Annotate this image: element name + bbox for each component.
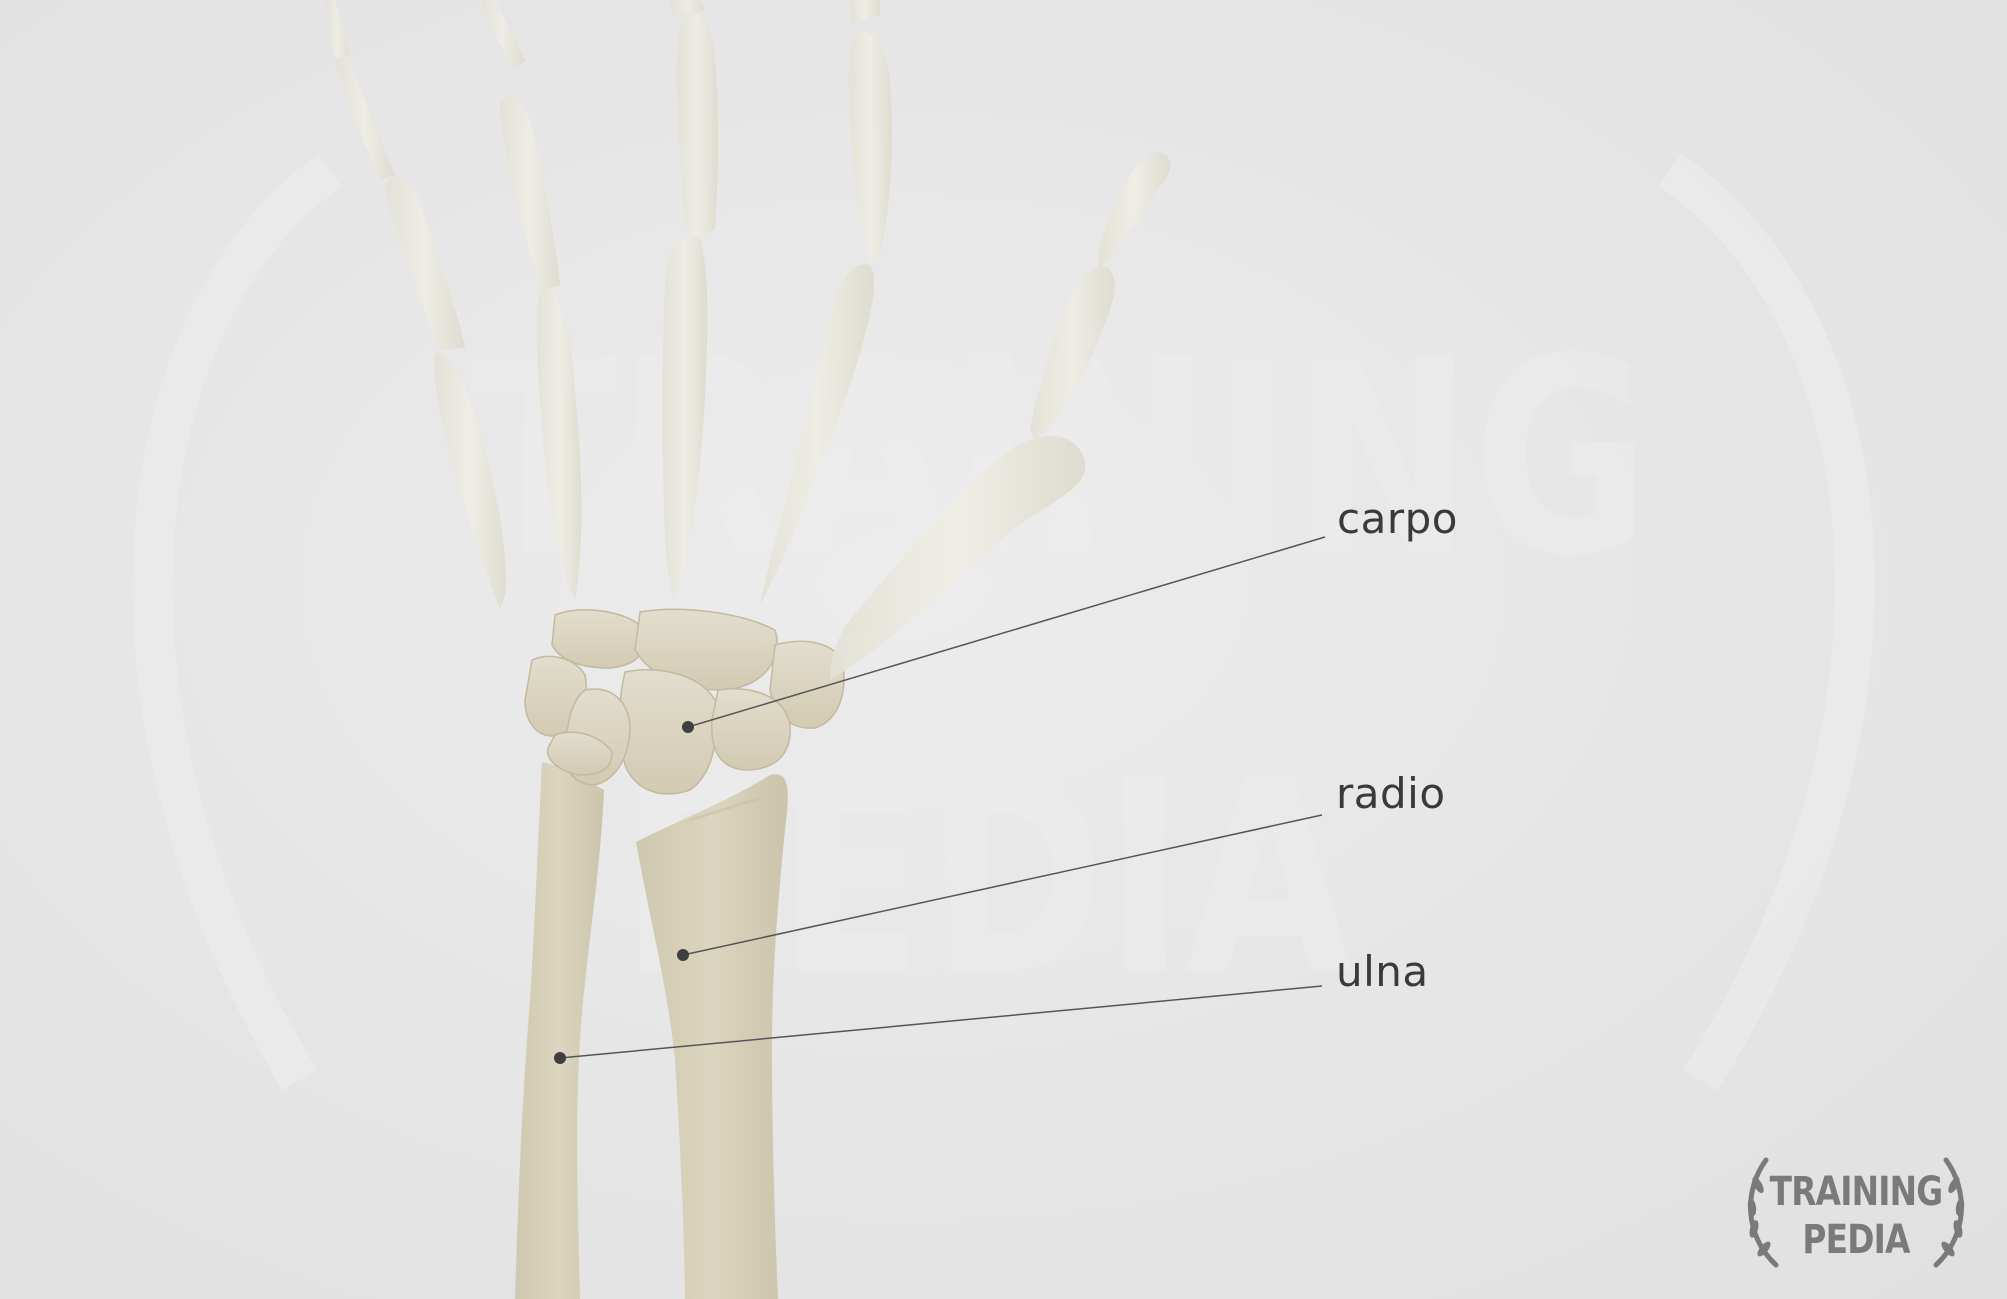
- leader-line-ulna: [559, 985, 1323, 1059]
- logo-text-line2: PEDIA: [1802, 1217, 1910, 1263]
- metacarpals-and-phalanges: [325, 0, 1171, 680]
- marker-dot-carpo: [682, 721, 694, 733]
- radius-bone: [636, 774, 788, 1299]
- marker-dot-radio: [677, 949, 689, 961]
- carpal-bones: [524, 608, 845, 795]
- leader-line-radio: [682, 814, 1323, 956]
- marker-dots: [554, 721, 694, 1064]
- logo-text-line1: TRAINING: [1769, 1169, 1944, 1215]
- laurel-icon: [1747, 1157, 1965, 1268]
- leader-line-carpo: [687, 536, 1326, 728]
- marker-dot-ulna: [554, 1052, 566, 1064]
- label-radio: radio: [1336, 769, 1446, 818]
- label-carpo: carpo: [1337, 494, 1458, 543]
- leader-lines: [559, 536, 1326, 1059]
- label-ulna: ulna: [1336, 947, 1429, 996]
- ulna-bone: [515, 762, 604, 1299]
- trainingpedia-logo: TRAINING PEDIA: [1736, 1145, 1976, 1275]
